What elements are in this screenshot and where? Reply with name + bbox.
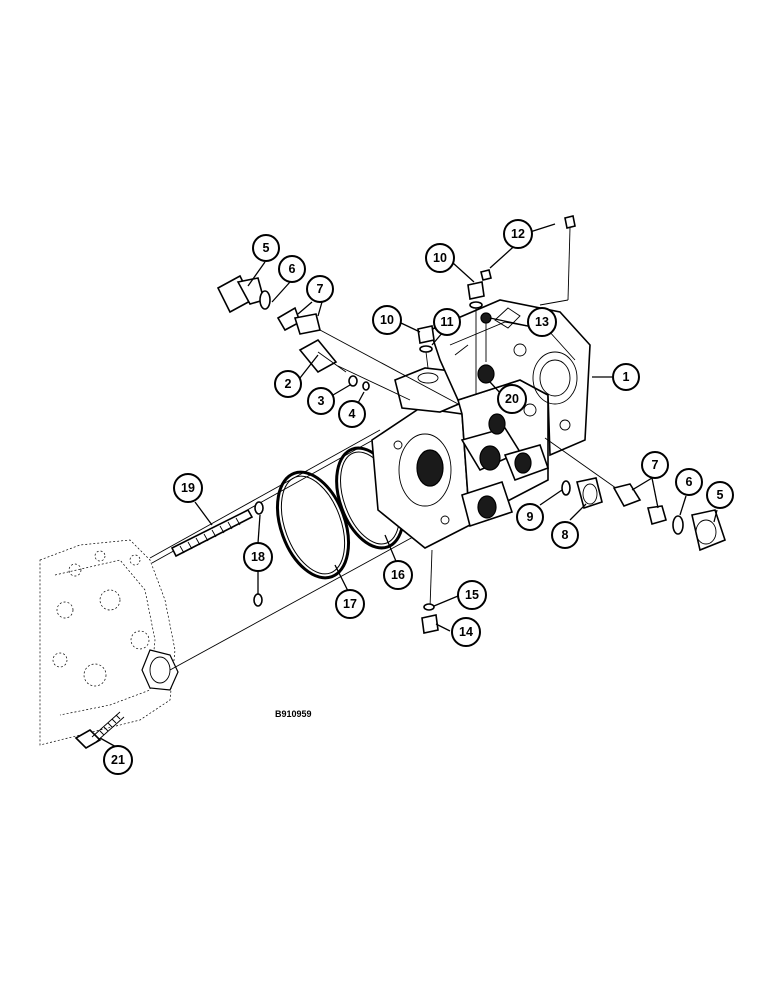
callout-12: 12: [503, 219, 533, 249]
callout-7-right: 7: [641, 451, 669, 479]
figure-reference-code: B910959: [275, 709, 312, 719]
callout-17: 17: [335, 589, 365, 619]
svg-text:7: 7: [652, 458, 659, 472]
callout-11: 11: [433, 308, 461, 336]
svg-text:4: 4: [349, 407, 356, 421]
callout-4: 4: [338, 400, 366, 428]
callout-5-left: 5: [252, 234, 280, 262]
svg-text:10: 10: [380, 313, 394, 327]
svg-text:14: 14: [459, 625, 473, 639]
valve-block: [371, 299, 591, 549]
svg-text:18: 18: [251, 550, 265, 564]
svg-text:3: 3: [318, 394, 325, 408]
callout-13: 13: [527, 307, 557, 337]
svg-text:5: 5: [717, 488, 724, 502]
callout-6-left: 6: [278, 255, 306, 283]
svg-text:5: 5: [263, 241, 270, 255]
callout-2: 2: [274, 370, 302, 398]
leader-lines: [99, 223, 718, 749]
svg-text:19: 19: [181, 481, 195, 495]
callout-16: 16: [383, 560, 413, 590]
right-fittings: [544, 437, 726, 552]
svg-text:20: 20: [505, 392, 519, 406]
callout-5-right: 5: [706, 481, 734, 509]
callout-19: 19: [173, 473, 203, 503]
svg-text:7: 7: [317, 282, 324, 296]
callout-14: 14: [451, 617, 481, 647]
svg-text:6: 6: [686, 475, 693, 489]
callout-18: 18: [243, 542, 273, 572]
bolt-21: [74, 711, 125, 749]
svg-text:1: 1: [623, 370, 630, 384]
svg-text:10: 10: [433, 251, 447, 265]
callout-3: 3: [307, 387, 335, 415]
callout-6-right: 6: [675, 468, 703, 496]
svg-text:13: 13: [535, 315, 549, 329]
pump-housing: [39, 539, 179, 746]
bottom-plug: [421, 549, 439, 634]
svg-text:8: 8: [562, 528, 569, 542]
callout-1: 1: [612, 363, 640, 391]
callout-9: 9: [516, 503, 544, 531]
plugs-and-springs: [417, 215, 576, 395]
svg-text:12: 12: [511, 227, 525, 241]
svg-text:16: 16: [391, 568, 405, 582]
callout-15: 15: [457, 580, 487, 610]
svg-text:15: 15: [465, 588, 479, 602]
svg-text:6: 6: [289, 262, 296, 276]
callout-10-top: 10: [425, 243, 455, 273]
svg-text:11: 11: [440, 315, 453, 329]
callout-10-lower: 10: [372, 305, 402, 335]
callout-8: 8: [551, 521, 579, 549]
svg-text:9: 9: [527, 510, 534, 524]
svg-text:17: 17: [343, 597, 357, 611]
callout-21: 21: [103, 745, 133, 775]
callout-20: 20: [497, 384, 527, 414]
svg-text:21: 21: [111, 753, 125, 767]
callout-7-left: 7: [306, 275, 334, 303]
svg-text:2: 2: [285, 377, 292, 391]
